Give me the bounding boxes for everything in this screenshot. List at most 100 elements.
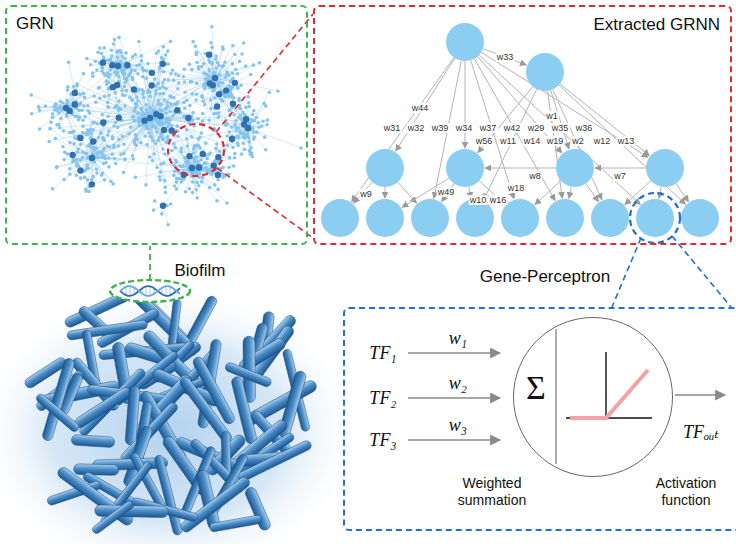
network-link	[31, 95, 66, 108]
network-link	[92, 66, 118, 158]
gene-dot	[252, 109, 256, 113]
gene-dot	[188, 104, 192, 108]
gene-dot	[230, 85, 234, 89]
gene-dot	[176, 124, 180, 128]
gene-dot	[207, 153, 211, 157]
hub-gene	[131, 86, 137, 92]
hub-gene	[200, 151, 206, 157]
network-link	[117, 106, 150, 118]
gene-dot	[231, 62, 235, 66]
gene-dot	[210, 172, 214, 176]
network-link	[215, 78, 239, 99]
gene-dot	[142, 96, 146, 100]
gene-dot	[255, 116, 259, 120]
network-link	[192, 168, 227, 203]
gene-dot	[85, 57, 89, 61]
gene-dot	[223, 60, 227, 64]
network-link	[248, 103, 264, 128]
gene-dot	[145, 108, 149, 112]
network-link	[119, 38, 150, 118]
gene-dot	[177, 81, 181, 85]
gene-dot	[210, 45, 214, 49]
gene-dot	[121, 135, 125, 139]
gene-dot	[123, 77, 127, 81]
gene-dot	[130, 99, 134, 103]
gene-dot	[246, 95, 250, 99]
gene-dot	[137, 40, 141, 44]
gene-dot	[161, 147, 165, 151]
gene-dot	[47, 140, 51, 144]
gene-dot	[214, 54, 218, 58]
gene-dot	[131, 154, 135, 158]
network-link	[63, 131, 92, 158]
gene-dot	[96, 50, 100, 54]
network-link	[135, 118, 150, 143]
network-link	[185, 78, 215, 92]
gene-dot	[38, 127, 42, 131]
network-link	[50, 118, 150, 129]
gene-dot	[98, 46, 102, 50]
network-link	[193, 167, 199, 192]
hub-gene	[90, 138, 96, 144]
gene-dot	[133, 119, 137, 123]
gene-dot	[193, 159, 197, 163]
gene-dot	[146, 62, 150, 66]
gene-dot	[179, 147, 183, 151]
gene-dot	[53, 108, 57, 112]
gene-dot	[204, 141, 208, 145]
network-link	[215, 54, 242, 78]
gene-dot	[98, 96, 102, 100]
network-link	[187, 139, 192, 168]
gene-dot	[264, 148, 268, 152]
gene-dot	[81, 156, 85, 160]
gene-dot	[162, 137, 166, 141]
gene-dot	[110, 48, 114, 52]
network-link	[150, 69, 159, 118]
gene-dot	[70, 130, 74, 134]
gene-dot	[225, 134, 229, 138]
network-link	[123, 118, 150, 172]
gene-dot	[213, 96, 217, 100]
gene-dot	[105, 79, 109, 83]
gene-dot	[202, 62, 206, 66]
gene-dot	[144, 103, 148, 107]
gene-dot	[253, 119, 257, 123]
gene-dot	[94, 101, 98, 105]
gene-dot	[266, 118, 270, 122]
hub-gene	[232, 80, 238, 86]
network-link	[150, 74, 171, 118]
gene-dot	[78, 93, 82, 97]
gene-dot	[94, 59, 98, 63]
gene-dot	[77, 164, 81, 168]
gene-dot	[85, 163, 89, 167]
gene-dot	[200, 180, 204, 184]
hub-gene	[214, 103, 220, 109]
gene-dot	[158, 92, 162, 96]
gene-dot	[76, 147, 80, 151]
gene-dot	[146, 90, 150, 94]
gene-dot	[136, 111, 140, 115]
gene-dot	[110, 152, 114, 156]
hub-gene	[69, 152, 75, 158]
gene-dot	[58, 126, 62, 130]
gene-dot	[137, 88, 141, 92]
gene-dot	[148, 155, 152, 159]
gene-dot	[221, 45, 225, 49]
gene-dot	[196, 160, 200, 164]
gene-dot	[152, 152, 156, 156]
gene-dot	[100, 52, 104, 56]
gene-dot	[268, 90, 272, 94]
network-link	[77, 84, 150, 118]
gene-dot	[121, 93, 125, 97]
gene-dot	[239, 84, 243, 88]
gene-dot	[107, 94, 111, 98]
gene-dot	[118, 107, 122, 111]
gene-dot	[218, 73, 222, 77]
gene-dot	[157, 102, 161, 106]
network-link	[221, 99, 248, 128]
gene-dot	[78, 116, 82, 120]
gene-dot	[216, 178, 220, 182]
gene-dot	[83, 96, 87, 100]
gene-dot	[169, 102, 173, 106]
gene-dot	[163, 152, 167, 156]
